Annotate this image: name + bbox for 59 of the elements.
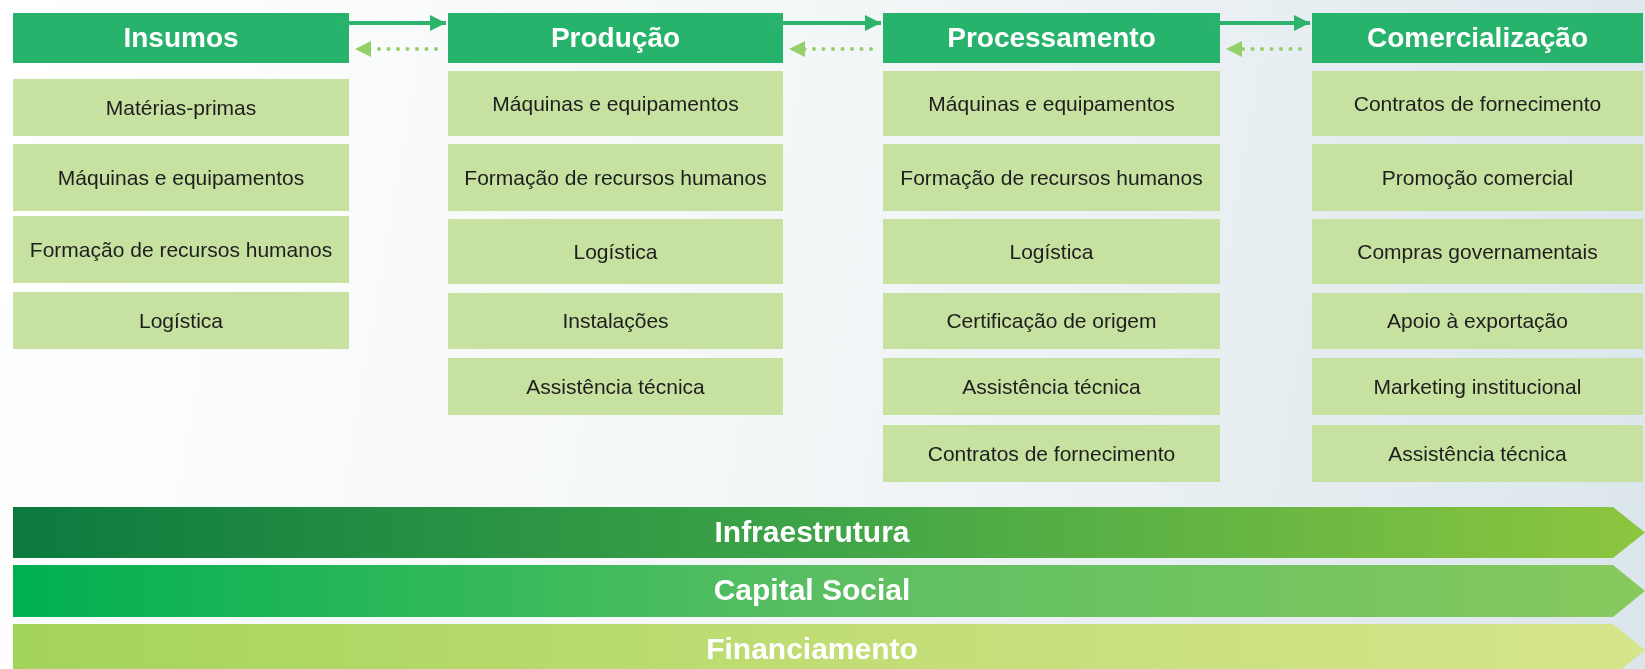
activity-box bbox=[1312, 293, 1643, 349]
activity-box bbox=[1312, 144, 1643, 211]
box-label: Contratos de fornecimento bbox=[927, 440, 1176, 467]
activity-box bbox=[1312, 358, 1643, 415]
band-label: Infraestrutura bbox=[714, 515, 910, 549]
box-label: Logística bbox=[138, 307, 224, 334]
box-label: Formação de recursos humanos bbox=[29, 236, 333, 263]
box-label: Produção bbox=[550, 22, 681, 54]
box-label: Matérias-primas bbox=[105, 94, 257, 121]
box-label: Promoção comercial bbox=[1381, 164, 1574, 191]
band-label: Capital Social bbox=[713, 573, 911, 607]
activity-box bbox=[448, 358, 783, 415]
activity-box bbox=[13, 216, 349, 283]
box-label: Processamento bbox=[947, 22, 1156, 54]
stage-header bbox=[1312, 13, 1643, 63]
box-label: Instalações bbox=[562, 308, 669, 334]
activity-box bbox=[883, 358, 1220, 415]
activity-box bbox=[13, 79, 349, 136]
box-label: Comercialização bbox=[1367, 22, 1588, 54]
box-label: Formação de recursos humanos bbox=[464, 164, 767, 191]
activity-box bbox=[448, 71, 783, 136]
stage-header bbox=[448, 13, 783, 63]
box-label: Máquinas e equipamentos bbox=[57, 164, 305, 191]
box-label: Logística bbox=[573, 238, 658, 265]
box-label: Certificação de origem bbox=[946, 308, 1157, 334]
activity-box bbox=[1312, 219, 1643, 284]
box-label: Assistência técnica bbox=[1388, 440, 1567, 467]
activity-box bbox=[883, 219, 1220, 284]
stage-header bbox=[13, 13, 349, 63]
arrow bbox=[787, 41, 873, 57]
box-label: Contratos de fornecimento bbox=[1353, 90, 1602, 117]
arrow bbox=[339, 15, 446, 31]
activity-box bbox=[448, 144, 783, 211]
arrow bbox=[773, 15, 881, 31]
arrow bbox=[353, 41, 438, 57]
box-label: Insumos bbox=[123, 22, 239, 54]
box-label: Compras governamentais bbox=[1357, 238, 1598, 265]
box-label: Assistência técnica bbox=[526, 373, 705, 400]
box-label: Máquinas e equipamentos bbox=[928, 90, 1175, 117]
band-label: Financiamento bbox=[706, 632, 918, 666]
box-label: Assistência técnica bbox=[962, 373, 1141, 400]
box-label: Apoio à exportação bbox=[1387, 308, 1568, 334]
activity-box bbox=[1312, 425, 1643, 482]
activity-box bbox=[448, 293, 783, 349]
box-label: Máquinas e equipamentos bbox=[492, 90, 739, 117]
arrow bbox=[1224, 41, 1302, 57]
activity-box bbox=[883, 144, 1220, 211]
box-label: Formação de recursos humanos bbox=[900, 164, 1203, 191]
activity-box bbox=[883, 293, 1220, 349]
activity-box bbox=[13, 292, 349, 349]
stage-header bbox=[883, 13, 1220, 63]
activity-box bbox=[1312, 71, 1643, 136]
activity-box bbox=[13, 144, 349, 211]
activity-box bbox=[883, 425, 1220, 482]
box-label: Marketing institucional bbox=[1373, 373, 1582, 400]
activity-box bbox=[883, 71, 1220, 136]
activity-box bbox=[448, 219, 783, 284]
arrow bbox=[1210, 15, 1310, 31]
box-label: Logística bbox=[1009, 238, 1094, 265]
